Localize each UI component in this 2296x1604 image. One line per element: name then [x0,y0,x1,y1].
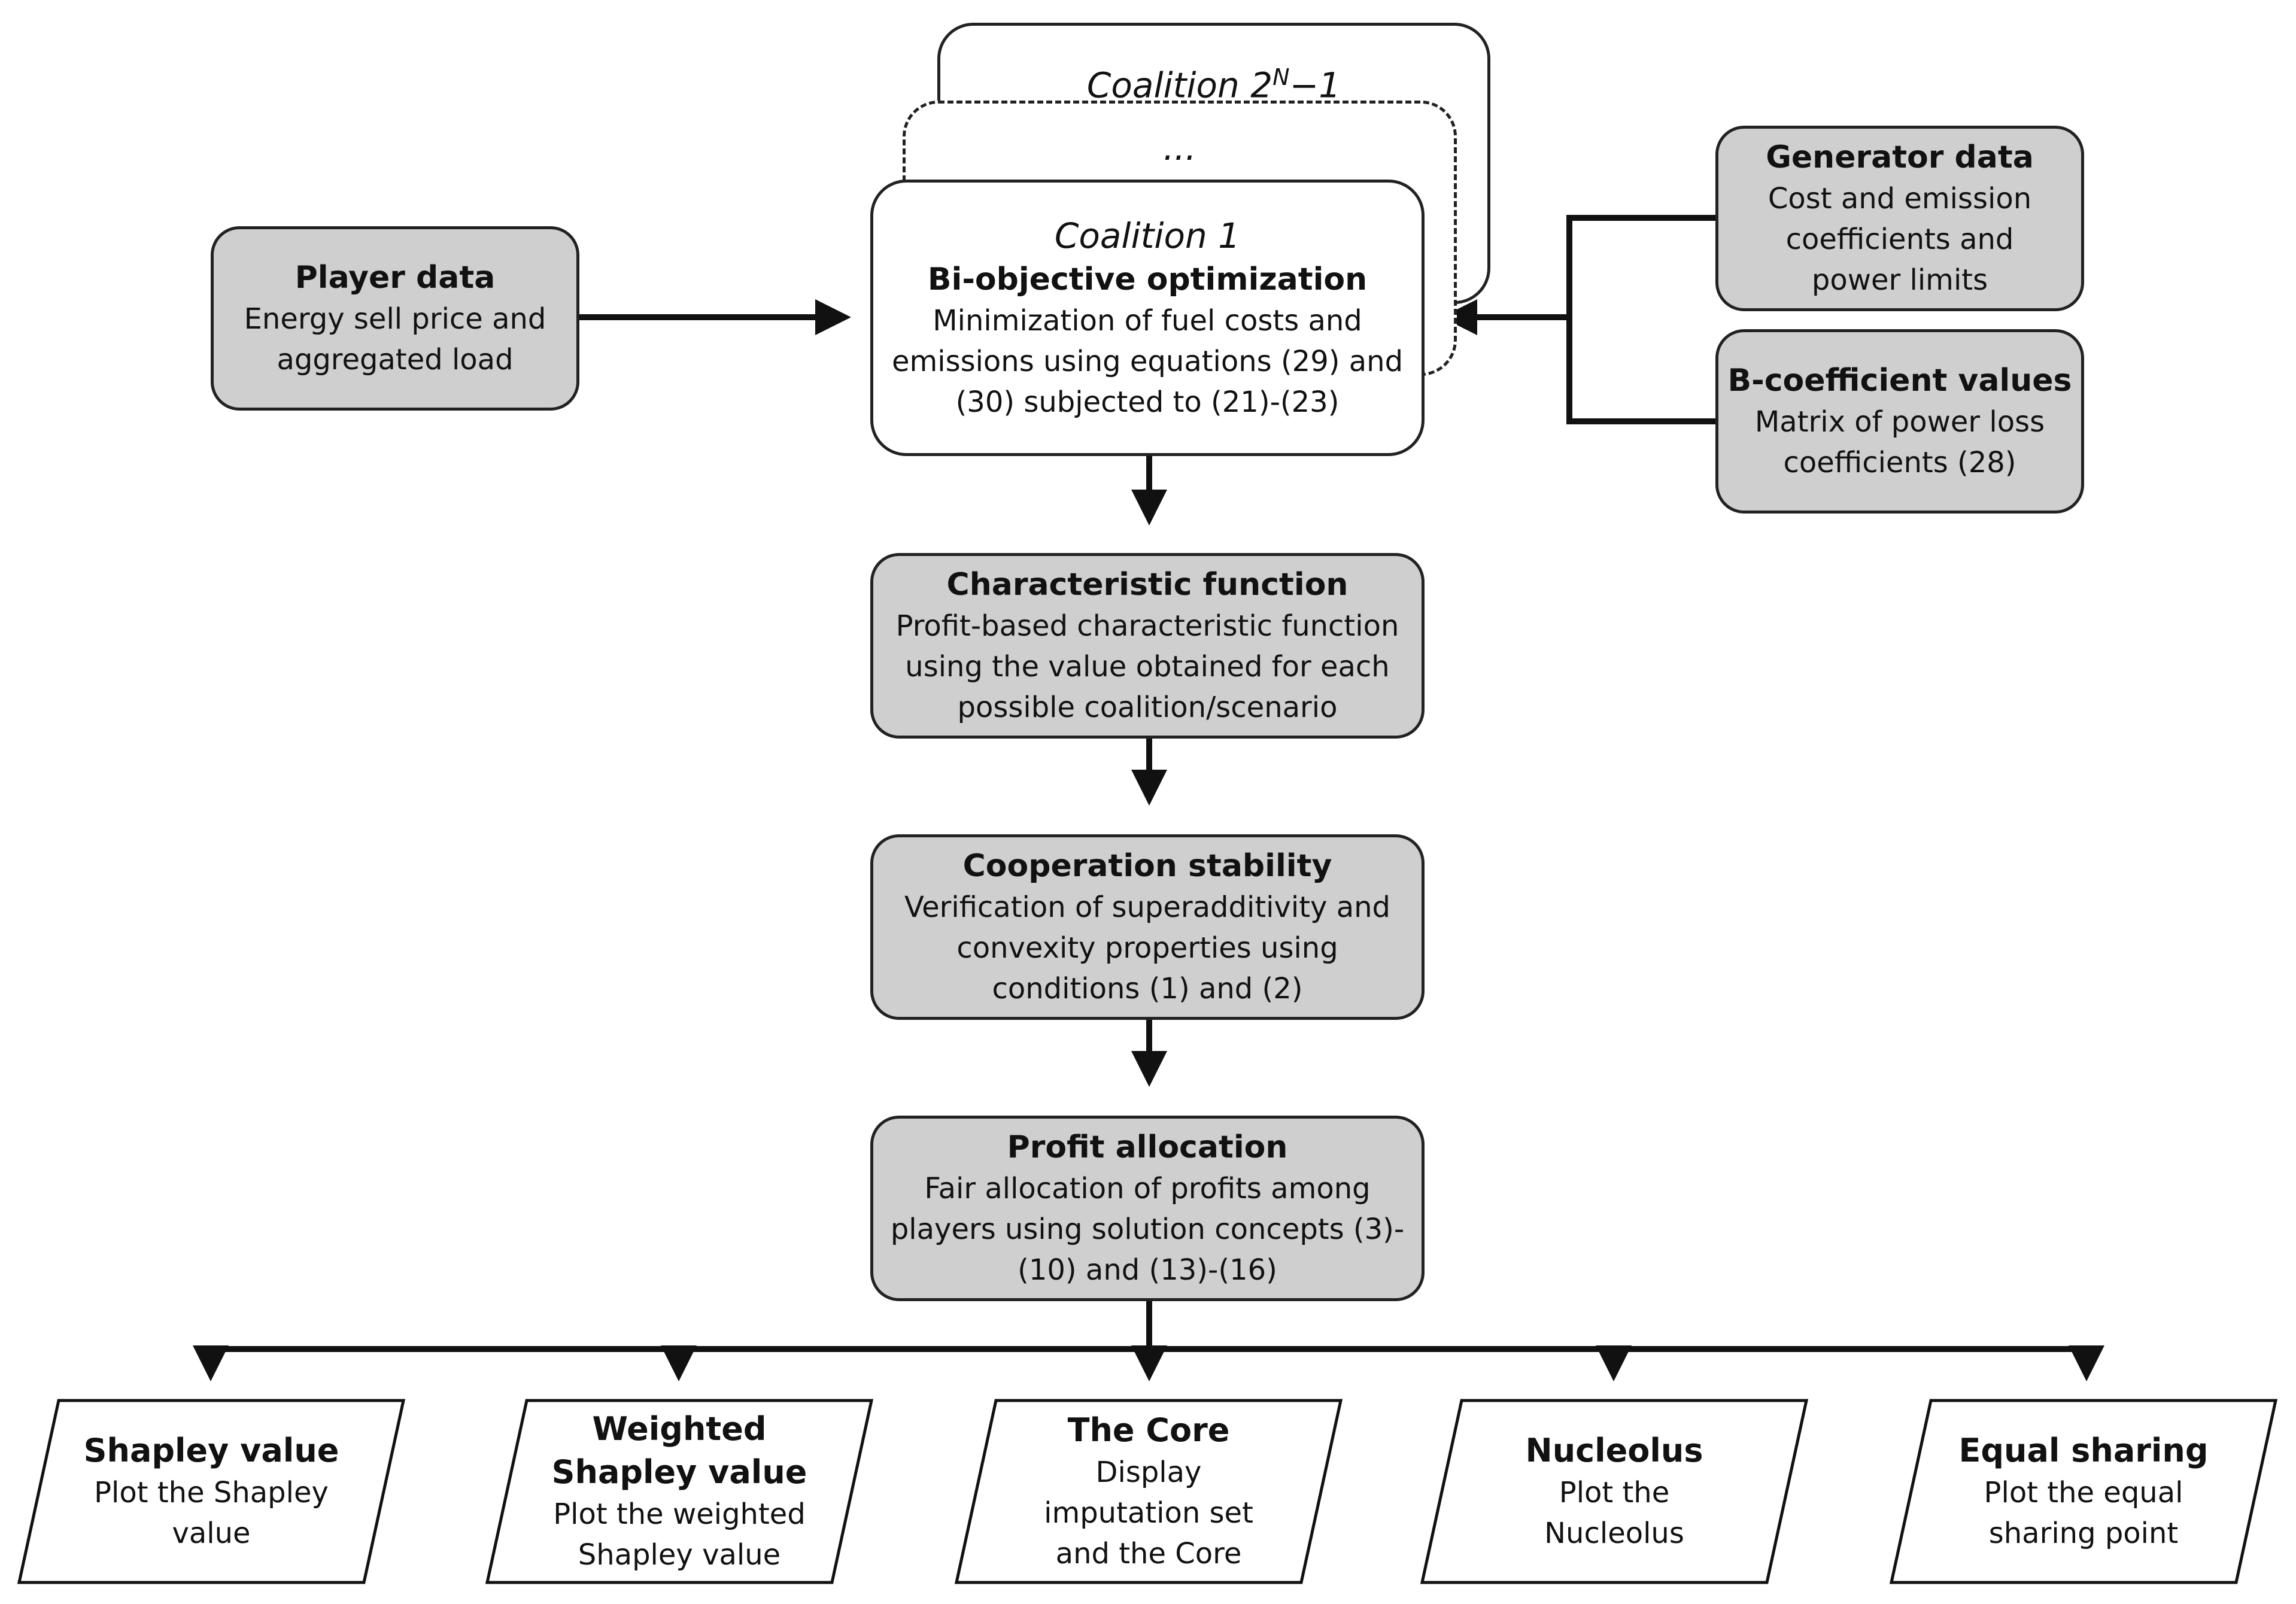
coalition-back-text: Coalition 2 [1086,65,1273,106]
output-desc-line: Shapley value [578,1538,781,1572]
output-desc-line: sharing point [1988,1517,2179,1550]
optimization-desc-line: emissions using equations (29) and [891,345,1404,378]
output-equal-sharing: Equal sharing Plot the equal sharing poi… [1889,1398,2278,1585]
output-desc-line: value [172,1517,251,1550]
profit-allocation-title: Profit allocation [1007,1129,1288,1165]
output-desc-line: Plot the weighted [553,1497,806,1531]
cooperation-stability-title: Cooperation stability [962,848,1332,884]
characteristic-function-desc-line: using the value obtained for each [905,650,1390,683]
output-text: Weighted Shapley value Plot the weighted… [485,1398,874,1585]
output-text: Nucleolus Plot the Nucleolus [1420,1398,1809,1585]
profit-allocation-desc-line: players using solution concepts (3)- [890,1213,1405,1246]
characteristic-function-desc-line: possible coalition/scenario [957,691,1338,724]
profit-allocation-desc-line: Fair allocation of profits among [924,1172,1371,1205]
output-text: Shapley value Plot the Shapley value [17,1398,406,1585]
generator-data-desc-line: Cost and emission [1767,182,2032,215]
player-data-title: Player data [294,260,496,296]
parallelogram-shape [1889,1399,2278,1584]
player-data-desc-line: Energy sell price and [244,302,546,336]
characteristic-function-title: Characteristic function [946,567,1349,603]
output-desc-line: Plot the Shapley [94,1476,329,1509]
output-text: The Core Display imputation set and the … [954,1398,1343,1585]
b-coefficient-title: B-coefficient values [1727,363,2072,399]
parallelogram-shape [1420,1399,1809,1584]
generator-data-box: Generator data Cost and emission coeffic… [1715,126,2084,311]
profit-allocation-box: Profit allocation Fair allocation of pro… [870,1116,1425,1301]
output-desc-line: Plot the equal [1984,1476,2183,1509]
cooperation-stability-desc-line: convexity properties using [956,931,1338,965]
parallelogram-shape [954,1399,1343,1584]
cooperation-stability-desc-line: conditions (1) and (2) [992,972,1303,1005]
bracket-generator-bcoef [1566,215,1715,424]
parallelogram-shape [17,1399,406,1584]
characteristic-function-desc-line: Profit-based characteristic function [895,609,1399,643]
output-title-line: Shapley value [551,1453,807,1491]
output-title-line: Weighted [592,1410,767,1448]
output-text: Equal sharing Plot the equal sharing poi… [1889,1398,2278,1585]
output-desc-line: Nucleolus [1544,1517,1684,1550]
optimization-desc-line: (30) subjected to (21)-(23) [955,385,1340,419]
output-title-line: Shapley value [83,1432,339,1469]
coalition-back-superscript: N [1272,64,1290,90]
player-data-desc-line: aggregated load [277,343,514,376]
output-title-line: Nucleolus [1525,1432,1703,1469]
generator-data-desc-line: coefficients and [1785,223,2014,256]
b-coefficient-desc-line: coefficients (28) [1783,446,2016,479]
output-desc-line: imputation set [1044,1496,1253,1530]
player-data-box: Player data Energy sell price and aggreg… [211,226,579,411]
optimization-desc-line: Minimization of fuel costs and [933,304,1362,338]
characteristic-function-box: Characteristic function Profit-based cha… [870,553,1425,739]
output-shapley-value: Shapley value Plot the Shapley value [17,1398,406,1585]
cooperation-stability-desc-line: Verification of superadditivity and [904,891,1390,924]
generator-data-desc-line: power limits [1811,263,1988,297]
b-coefficient-desc-line: Matrix of power loss [1754,405,2045,439]
output-nucleolus: Nucleolus Plot the Nucleolus [1420,1398,1809,1585]
generator-data-title: Generator data [1766,139,2034,175]
coalition-back-suffix: −1 [1289,65,1341,106]
output-the-core: The Core Display imputation set and the … [954,1398,1343,1585]
optimization-title: Bi-objective optimization [927,262,1368,297]
parallelogram-shape [485,1399,874,1584]
cooperation-stability-box: Cooperation stability Verification of su… [870,834,1425,1020]
b-coefficient-box: B-coefficient values Matrix of power los… [1715,329,2084,514]
coalition-front-label: Coalition 1 [1054,215,1241,256]
profit-allocation-desc-line: (10) and (13)-(16) [1018,1253,1277,1287]
output-weighted-shapley-value: Weighted Shapley value Plot the weighted… [485,1398,874,1585]
output-title-line: The Core [1067,1411,1230,1449]
coalition-middle-label: ... [1163,127,1196,168]
coalition-back-label: Coalition 2N−1 [940,54,1487,108]
output-title-line: Equal sharing [1958,1432,2209,1469]
output-desc-line: Display [1095,1456,1202,1489]
coalition-optimization-box: Coalition 1 Bi-objective optimization Mi… [870,180,1425,456]
output-desc-line: and the Core [1055,1537,1242,1570]
output-desc-line: Plot the [1559,1476,1670,1509]
